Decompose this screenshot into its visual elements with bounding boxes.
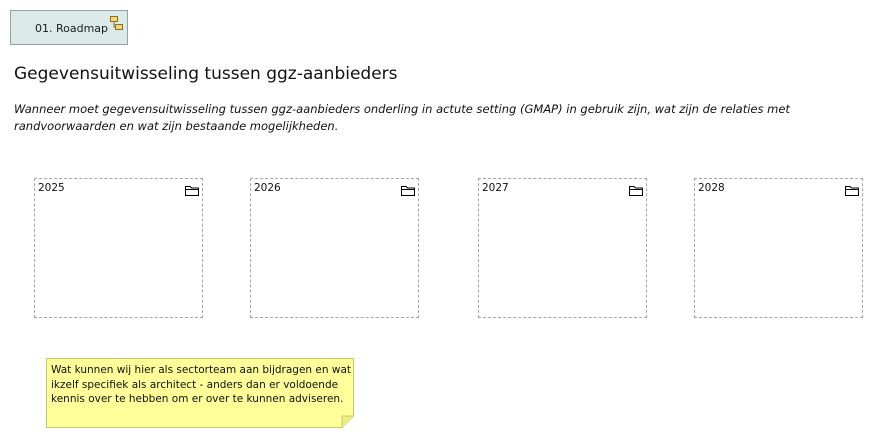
- folder-icon: [401, 186, 415, 196]
- year-group-2025[interactable]: 2025: [34, 178, 203, 318]
- folder-icon: [629, 186, 643, 196]
- folder-icon: [185, 186, 199, 196]
- folder-icon: [845, 186, 859, 196]
- note-text: Wat kunnen wij hier als sectorteam aan b…: [51, 364, 352, 405]
- year-group-2028[interactable]: 2028: [694, 178, 863, 318]
- page-title: Gegevensuitwisseling tussen ggz-aanbiede…: [14, 64, 398, 84]
- year-label: 2026: [254, 182, 281, 194]
- year-group-2026[interactable]: 2026: [250, 178, 419, 318]
- year-label: 2027: [482, 182, 509, 194]
- sticky-note[interactable]: Wat kunnen wij hier als sectorteam aan b…: [46, 358, 354, 428]
- year-group-2027[interactable]: 2027: [478, 178, 647, 318]
- page-description: Wanneer moet gegevensuitwisseling tussen…: [14, 102, 790, 133]
- year-label: 2028: [698, 182, 725, 194]
- year-label: 2025: [38, 182, 65, 194]
- roadmap-view-tab[interactable]: 01. Roadmap: [10, 10, 128, 45]
- note-shape: [46, 358, 354, 428]
- archimate-view-icon: [110, 16, 123, 30]
- roadmap-view-label: 01. Roadmap: [35, 22, 109, 35]
